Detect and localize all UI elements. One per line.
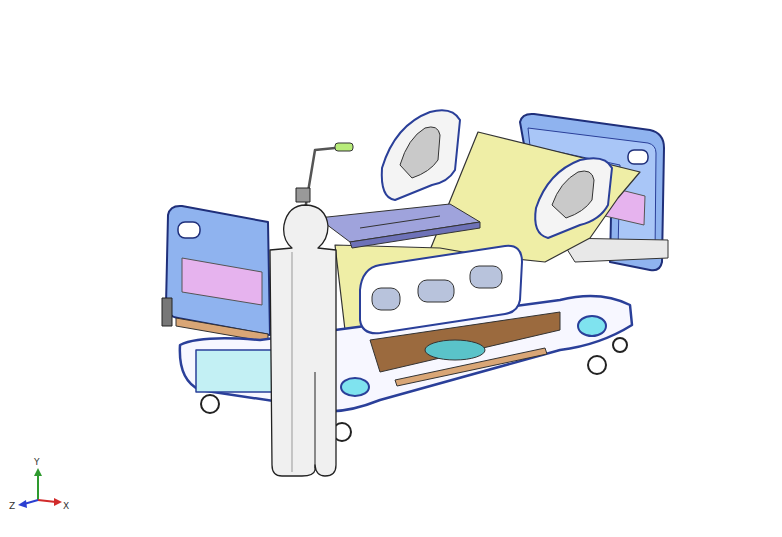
caster-wheel	[201, 338, 627, 441]
side-rail	[360, 246, 522, 333]
axis-label: Y	[34, 458, 40, 467]
axis-triad	[18, 468, 62, 508]
axis-label: X	[63, 502, 69, 511]
reading-lamp	[296, 143, 353, 210]
overbed-table	[318, 204, 480, 248]
mattress-backrest	[430, 132, 640, 262]
axis-label: Z	[9, 502, 15, 511]
foot-board	[162, 206, 270, 342]
support-column	[270, 205, 336, 476]
